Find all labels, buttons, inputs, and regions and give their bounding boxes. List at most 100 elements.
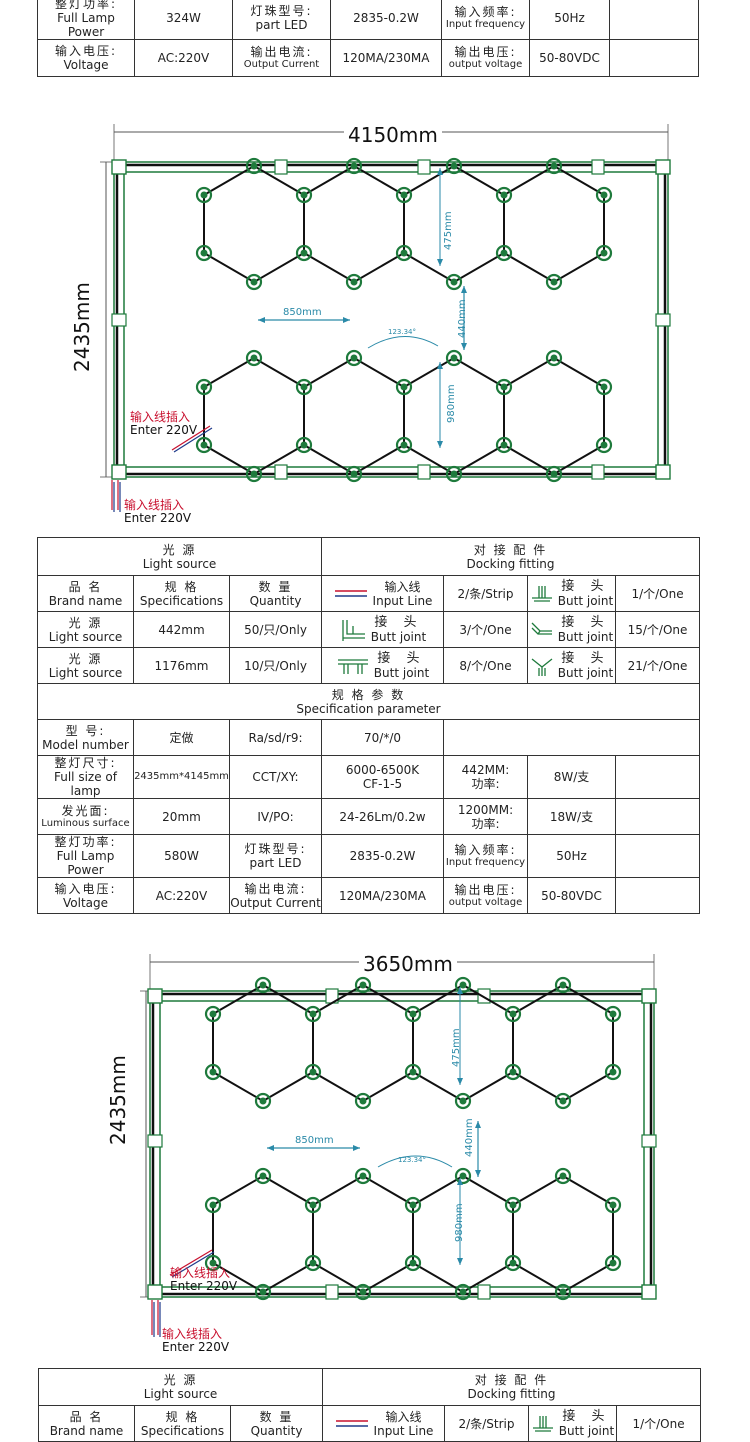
frame-joint-bottom [417,464,431,480]
angle-label: 123.34° [388,328,416,336]
angle-arc [377,1155,453,1168]
hex-joint-connector [504,1005,522,1023]
hex-joint-connector [595,244,613,262]
frame-corner-joint [641,1284,657,1300]
hex-joint-core [309,1201,317,1209]
hex-joint-core [550,470,558,478]
hex-joint-core [450,278,458,286]
hex-joint-core [509,1068,517,1076]
hex-joint-connector [495,244,513,262]
hex-joint-connector [454,976,472,994]
hex-width-label: 850mm [283,307,322,318]
input-wire-blue [173,427,213,453]
frame-joint-bottom [477,1284,491,1300]
hex-joint-connector [254,976,272,994]
hex-joint-core [609,1201,617,1209]
height-dimension-label: 2435mm [70,282,94,372]
frame-tube [151,992,653,1296]
hex-joint-core [259,1288,267,1296]
frame-corner-joint [655,464,671,480]
hex-joint-connector [345,273,363,291]
hex-joint-core [450,470,458,478]
hex-joint-core [309,1010,317,1018]
dim-arrowhead [437,259,443,266]
hex-joint-core [309,1259,317,1267]
hex-joint-connector [495,378,513,396]
dim-arrowhead [475,1170,481,1177]
hex-joint-core [559,1288,567,1296]
hexagon-tube [212,983,314,1103]
hex-side-label: 440mm [457,299,468,338]
frame-joint-top [274,159,288,175]
hex-joint-connector [304,1254,322,1272]
hex-joint-connector [454,1283,472,1301]
input-wire-red [171,425,211,451]
dim-arrowhead [461,286,467,293]
hex-joint-core [209,1201,217,1209]
hex-joint-core [350,278,358,286]
dim-arrowhead [258,317,265,323]
hex-joint-core [609,1010,617,1018]
hex-joint-connector [295,436,313,454]
dim-arrowhead [437,441,443,448]
hex-total-height-label: 980mm [446,384,457,423]
angle-arc [367,336,439,349]
hex-joint-core [509,1201,517,1209]
hex-joint-core [600,191,608,199]
hex-joint-core [509,1010,517,1018]
hex-joint-core [559,1172,567,1180]
hexagon-tube [303,164,405,284]
hex-joint-connector [495,186,513,204]
hex-joint-core [209,1068,217,1076]
hex-joint-connector [245,157,263,175]
hex-joint-connector [354,1092,372,1110]
hex-joint-connector [554,1092,572,1110]
hex-joint-core [350,470,358,478]
hex-joint-connector [304,1005,322,1023]
angle-label: 123.34° [398,1156,426,1164]
hex-joint-core [250,162,258,170]
hex-joint-connector [195,244,213,262]
hex-joint-connector [295,186,313,204]
hex-joint-connector [445,349,463,367]
dim-arrowhead [343,317,350,323]
dim-arrowhead [475,1121,481,1128]
frame-joint-bottom [591,464,605,480]
width-dimension-label: 4150mm [344,123,442,147]
width-dimension-label: 3650mm [359,952,457,976]
hex-joint-core [559,1097,567,1105]
hex-joint-core [250,470,258,478]
hex-joint-core [400,441,408,449]
hex-joint-connector [195,186,213,204]
hex-total-height-label: 980mm [454,1203,465,1242]
dim-arrowhead [267,1145,274,1151]
hex-joint-connector [504,1254,522,1272]
tt-butt-joint-icon [337,658,368,674]
hex-joint-connector [345,349,363,367]
hexagon-tube [312,1174,414,1294]
dim-arrowhead [457,1258,463,1265]
hex-joint-core [409,1068,417,1076]
frame-joint-top [591,159,605,175]
hex-joint-core [459,981,467,989]
hex-joint-core [459,1288,467,1296]
hex-joint-connector [445,157,463,175]
input-line-icon [335,1419,368,1427]
dim-arrowhead [457,1078,463,1085]
hex-joint-connector [554,1283,572,1301]
hex-joint-core [550,278,558,286]
hex-joint-connector [395,186,413,204]
hex-side-label: 440mm [464,1118,475,1157]
hex-joint-connector [604,1005,622,1023]
hex-joint-connector [504,1063,522,1081]
hex-joint-connector [545,349,563,367]
hex-joint-connector [245,465,263,483]
hex-joint-connector [345,465,363,483]
hexagon-tube [403,164,505,284]
frame-joint-right [641,1134,657,1148]
